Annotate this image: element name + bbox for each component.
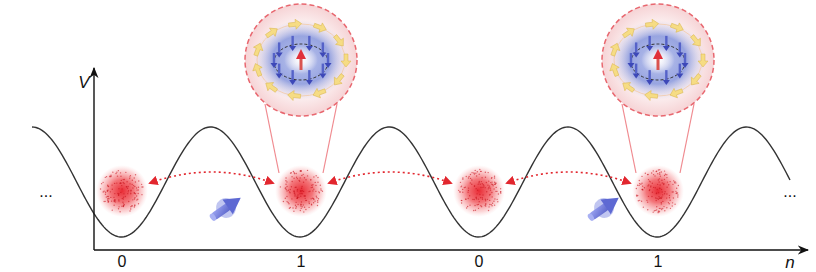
tick-label: 1	[654, 254, 663, 270]
hopping-arrow	[329, 172, 451, 183]
atom-cloud	[632, 165, 684, 217]
v-axis	[93, 68, 94, 250]
axis-label: n	[785, 254, 794, 271]
spin-arrow	[583, 189, 624, 226]
atom-cloud	[453, 165, 505, 217]
tick-label: 0	[118, 254, 127, 270]
hopping-arrow	[150, 172, 273, 183]
atom-cloud	[275, 165, 327, 217]
tick-label: 0	[475, 254, 484, 270]
atom-cloud	[96, 165, 148, 217]
axis-label: V	[78, 74, 89, 91]
skyrmion-inset	[245, 4, 357, 173]
hopping-arrow	[507, 172, 630, 183]
potential-curve	[32, 127, 790, 237]
ellipsis: ...	[783, 184, 796, 200]
n-axis	[94, 249, 808, 250]
skyrmion-inset	[602, 4, 714, 173]
ellipsis: ...	[39, 184, 52, 200]
spin-arrow	[205, 189, 246, 226]
tick-label: 1	[297, 254, 306, 270]
